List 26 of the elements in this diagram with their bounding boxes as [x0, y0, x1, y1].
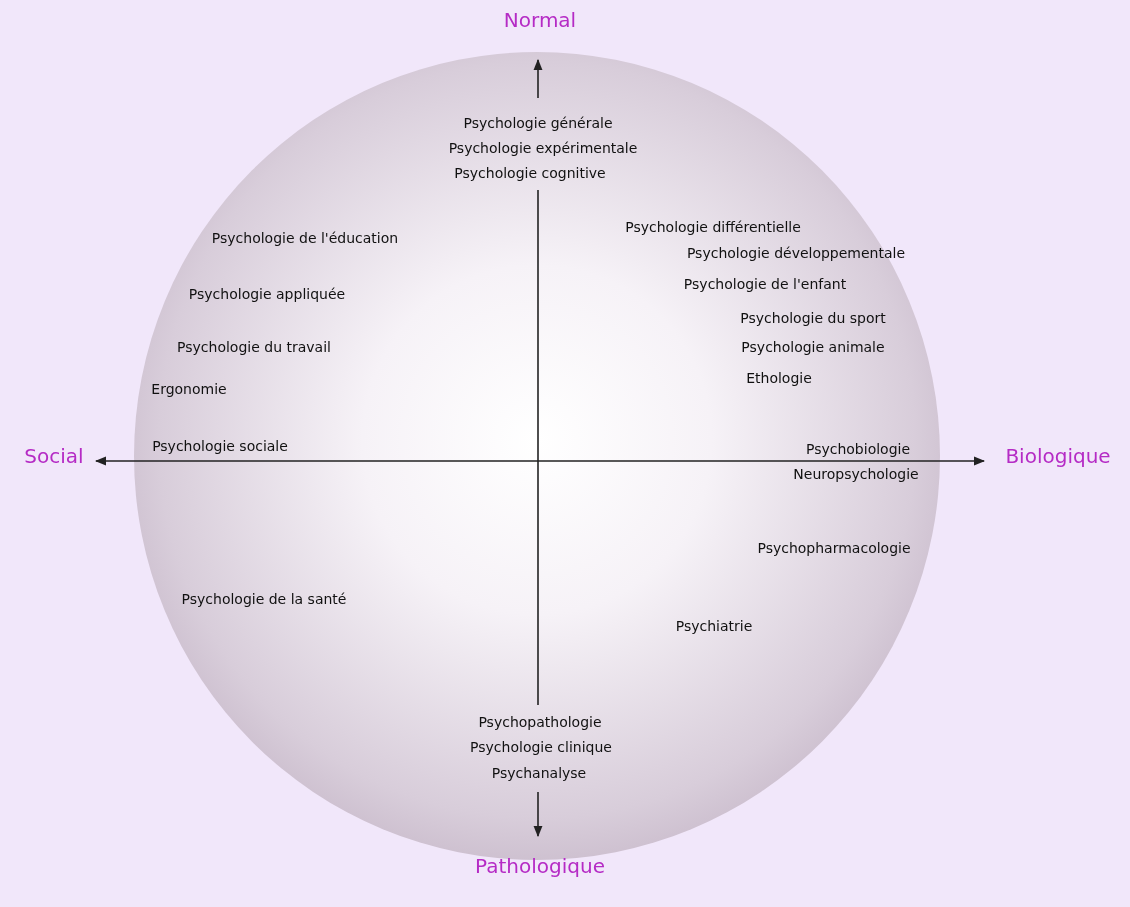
discipline-label: Psychologie clinique [469, 739, 613, 755]
discipline-label: Psychologie appliquée [187, 286, 347, 302]
discipline-label: Psychologie sociale [151, 438, 289, 454]
axis-label: Normal [503, 8, 577, 32]
discipline-label: Psychologie cognitive [453, 165, 607, 181]
discipline-label: Psychopathologie [477, 714, 603, 730]
discipline-label: Psychologie animale [740, 339, 886, 355]
discipline-label: Psychologie de la santé [180, 591, 348, 607]
discipline-label: Psychiatrie [674, 618, 754, 634]
discipline-label: Ethologie [745, 370, 813, 386]
axis-label: Pathologique [475, 854, 605, 878]
discipline-label: Psychopharmacologie [756, 540, 912, 556]
discipline-label: Psychologie du sport [739, 310, 887, 326]
discipline-label: Psychologie générale [462, 115, 614, 131]
discipline-label: Ergonomie [150, 381, 228, 397]
discipline-label: Psychologie de l'enfant [682, 276, 848, 292]
discipline-label: Psychologie du travail [176, 339, 332, 355]
discipline-label: Psychobiologie [804, 441, 912, 457]
discipline-label: Psychologie différentielle [624, 219, 802, 235]
discipline-label: Psychologie de l'éducation [210, 230, 400, 246]
axis-label: Biologique [1005, 444, 1111, 468]
discipline-label: Psychanalyse [490, 765, 588, 781]
discipline-label: Neuropsychologie [792, 466, 920, 482]
discipline-label: Psychologie développementale [685, 245, 907, 261]
discipline-label: Psychologie expérimentale [447, 140, 639, 156]
axis-label: Social [24, 444, 84, 468]
